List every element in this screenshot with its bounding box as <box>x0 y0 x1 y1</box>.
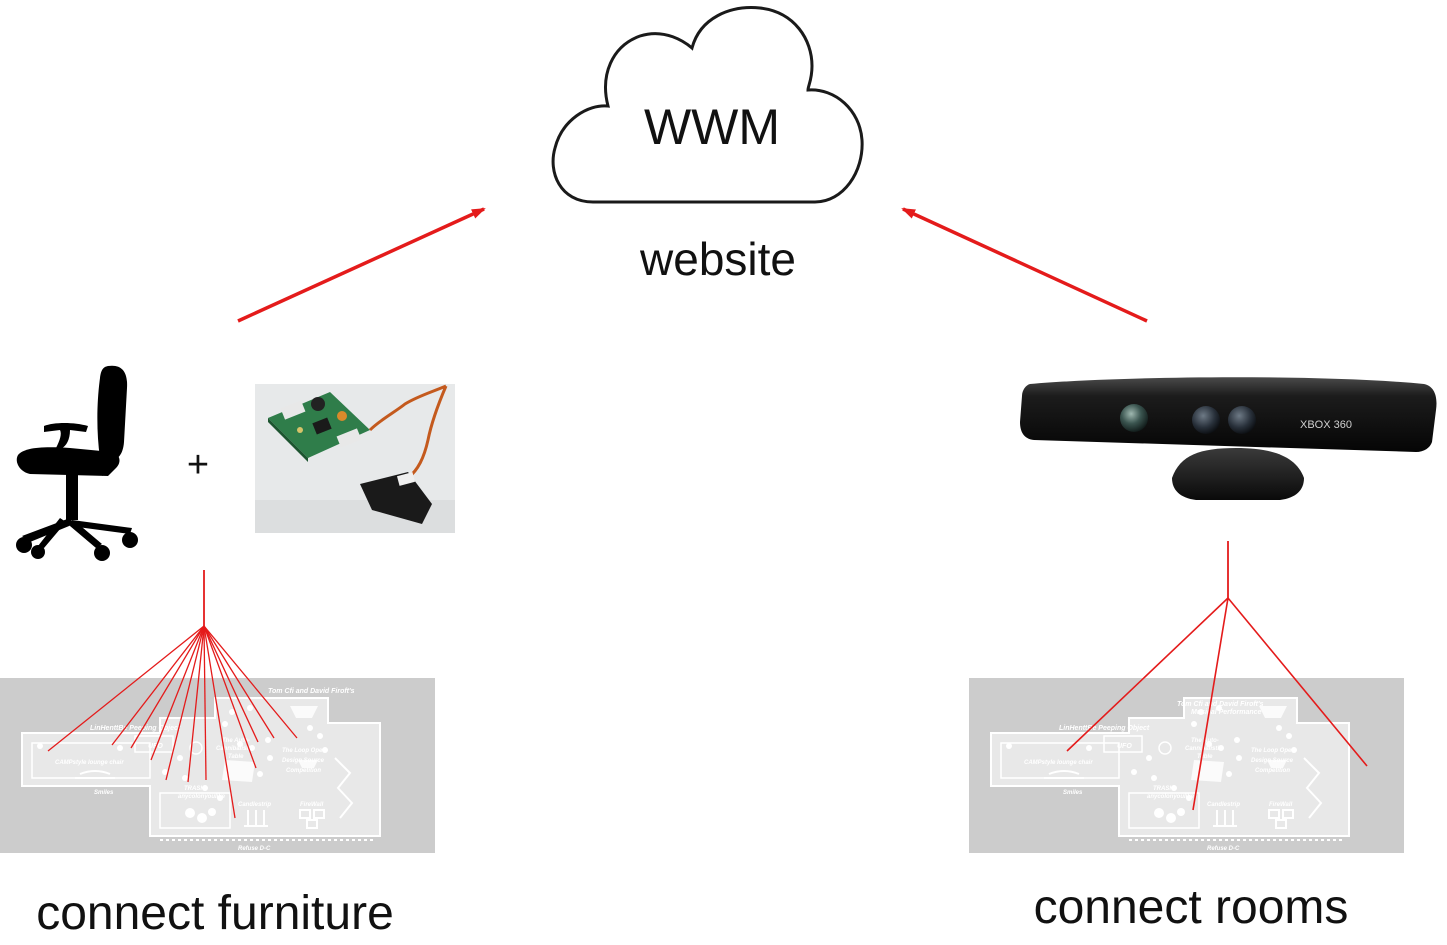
kinect-brand: XBOX 360 <box>1300 419 1352 431</box>
fp-camp: CAMPstyle lounge chair <box>55 760 124 766</box>
kinect-ir-emitter <box>1120 404 1148 432</box>
sensor-board-photo <box>255 384 455 533</box>
fp-r-auto-3: Table <box>1197 754 1213 760</box>
fp-trash-1: TRASH: <box>184 786 207 792</box>
fp-r-firewall: FireWall <box>1269 802 1293 808</box>
fp-loop-1: The Loop Open <box>282 748 326 754</box>
cloud-node: WWM <box>551 6 864 204</box>
fp-r-trash-2: anycolonyoulike <box>1147 794 1195 800</box>
left-caption: connect furniture <box>36 887 394 940</box>
fp-r-trash-1: TRASH: <box>1153 786 1176 792</box>
ir-sensor-icon <box>360 472 432 524</box>
fp-peeping: LinHenttBe Peeping Object <box>90 725 181 732</box>
rooms-connector-fan <box>1066 597 1368 811</box>
fp-auto-3: Table <box>228 754 244 760</box>
fp-r-ufo: UFO <box>1117 743 1132 750</box>
fp-r-title-1: Tom Cfi and David Firoft's <box>1177 701 1264 708</box>
fp-refuse: Refuse D-C <box>238 846 271 852</box>
office-chair-icon <box>16 365 138 561</box>
circuit-board-icon <box>268 392 370 462</box>
kinect-rgb-camera <box>1192 406 1220 434</box>
fp-title: Tom Cfi and David Firoft's <box>268 688 355 695</box>
fp-loop-2: Design Source <box>282 758 325 764</box>
fp-r-loop-2: Design Source <box>1251 758 1294 764</box>
sensor-wire <box>368 384 448 480</box>
plus-sign: + <box>187 444 209 486</box>
furniture-connector-fan <box>47 625 298 819</box>
fp-r-candlestrip: Candlestrip <box>1207 802 1240 808</box>
cloud-caption: website <box>639 233 796 285</box>
fp-r-title-2: Musical Performance <box>1191 709 1262 716</box>
fp-smiles: Smiles <box>94 790 114 796</box>
kinect-sensor-photo: XBOX 360 <box>1020 377 1437 500</box>
fp-auto-2: Cannibalistic <box>216 746 254 752</box>
kinect-base <box>1172 448 1304 500</box>
right-caption: connect rooms <box>1034 881 1349 934</box>
fp-r-loop-1: The Loop Open <box>1251 748 1295 754</box>
arrow-rooms-to-website <box>901 207 1148 323</box>
fp-r-loop-3: Competition <box>1255 768 1290 774</box>
floorplan-right: Tom Cfi and David Firoft's Musical Perfo… <box>968 677 1405 854</box>
fp-r-auto-2: Cannibalistic <box>1185 746 1223 752</box>
cloud-title: WWM <box>644 99 780 155</box>
cloud-shape <box>551 6 864 204</box>
fp-r-smiles: Smiles <box>1063 790 1083 796</box>
fp-r-camp: CAMPstyle lounge chair <box>1024 760 1093 766</box>
fp-r-peeping: LinHenttBe Peeping Object <box>1059 725 1150 732</box>
fp-auto-1: The Auto- <box>222 738 250 744</box>
fp-r-refuse: Refuse D-C <box>1207 846 1240 852</box>
floorplan-left: Tom Cfi and David Firoft's LinHenttBe Pe… <box>0 677 436 854</box>
kinect-depth-camera <box>1228 406 1256 434</box>
kinect-body <box>1020 377 1437 452</box>
fp-loop-3: Competition <box>286 768 321 774</box>
fp-trash-2: anycolonyoulike <box>178 794 226 800</box>
fp-firewall: FireWall <box>300 802 324 808</box>
arrow-furniture-to-website <box>237 207 486 323</box>
fp-candlestrip: Candlestrip <box>238 802 271 808</box>
